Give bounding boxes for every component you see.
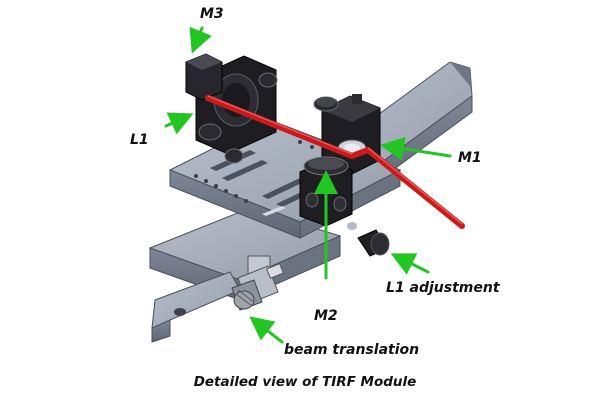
beam-translation-arrow [249, 316, 284, 344]
beam-translation-micrometer [231, 255, 285, 311]
m1-mirror-mount [313, 94, 381, 175]
l1-adjustment-knob [347, 222, 390, 257]
callout-arrows [164, 26, 452, 344]
figure-caption: Detailed view of TIRF Module [193, 374, 417, 390]
label-m1: M1 [458, 150, 482, 166]
laser-beam [205, 95, 465, 229]
m1-arrow [380, 136, 452, 161]
label-beam-translation: beam translation [284, 342, 420, 358]
label-m3: M3 [200, 6, 224, 22]
l1-arrow [164, 112, 194, 135]
label-m2: M2 [314, 308, 338, 324]
label-l1: L1 [130, 132, 149, 148]
m3-arrow [189, 26, 212, 54]
l1-adjustment-arrow [390, 253, 430, 275]
label-l1-adjustment: L1 adjustment [386, 280, 500, 296]
m3-mirror [185, 53, 223, 101]
